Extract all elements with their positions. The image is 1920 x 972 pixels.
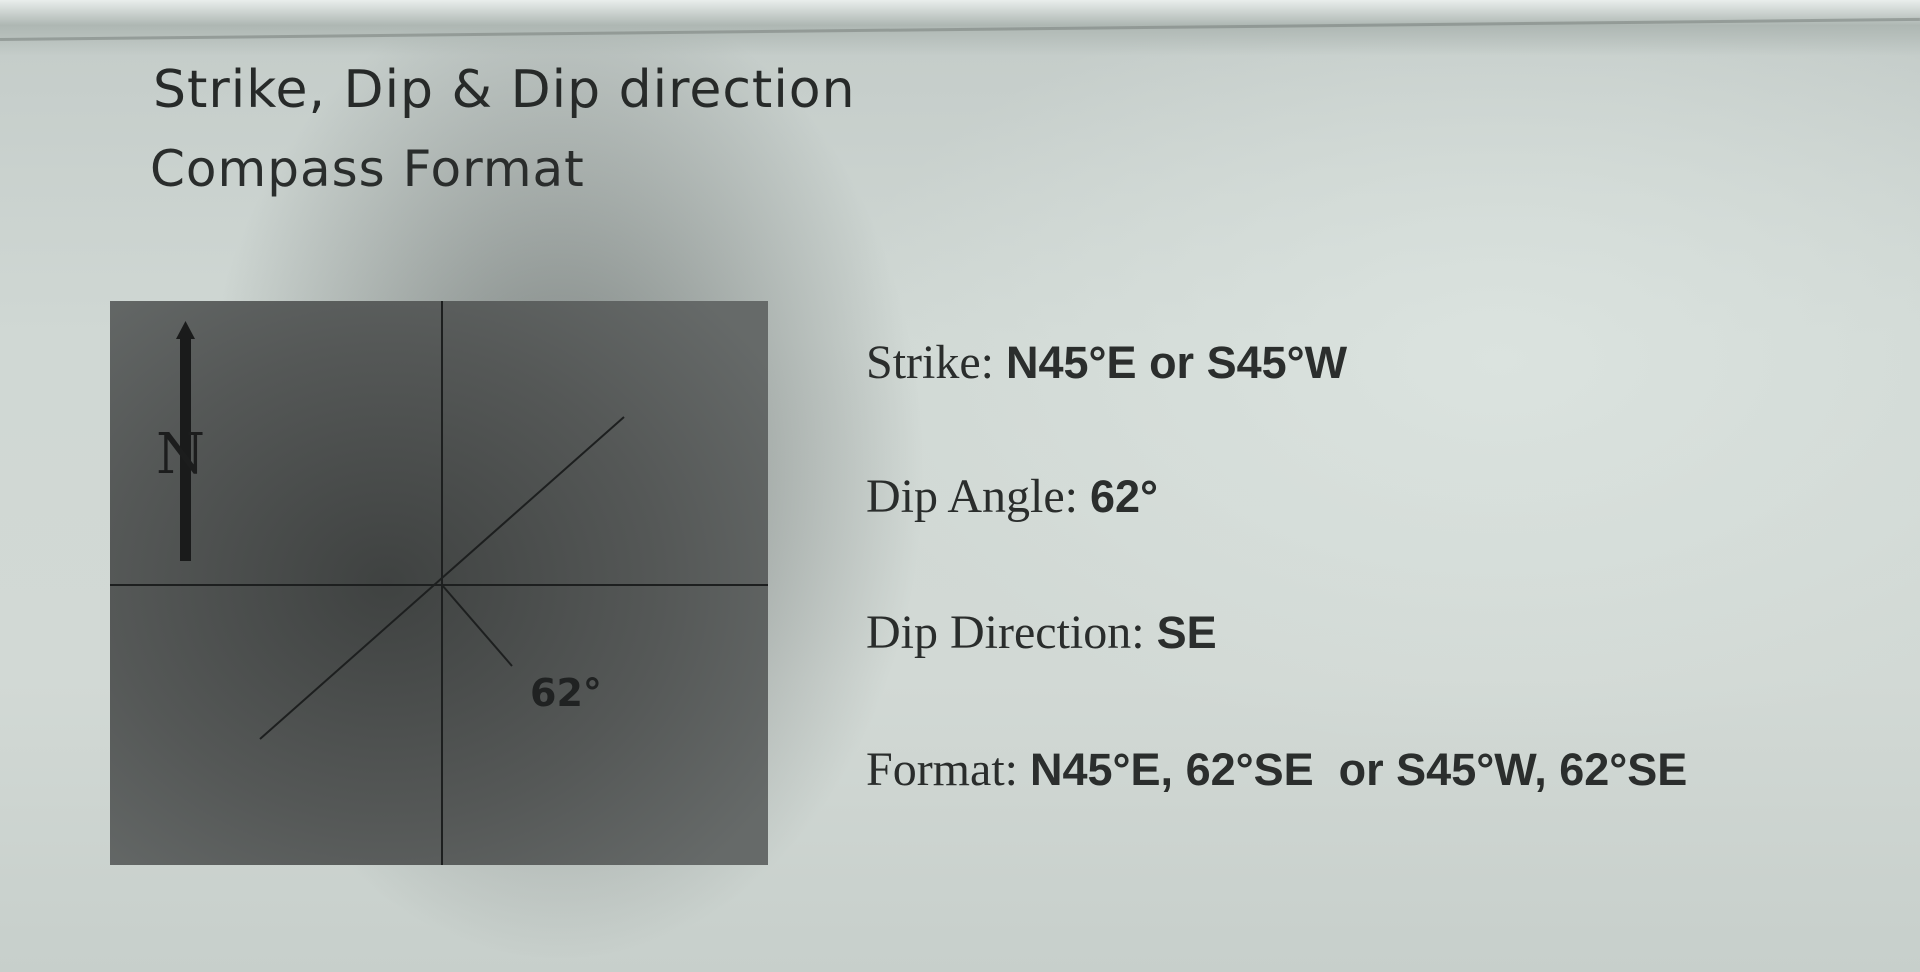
strike-row: Strike: N45°E or S45°W: [866, 333, 1347, 393]
dip-angle-label-text: Dip Angle:: [866, 470, 1078, 523]
dip-angle-row: Dip Angle: 62°: [866, 467, 1158, 527]
slide-title: Strike, Dip & Dip direction: [153, 60, 856, 120]
north-arrow-head: [176, 321, 195, 339]
strike-line: [259, 416, 625, 740]
strike-dip-diagram: N 62°: [110, 301, 768, 865]
format-label: Format:: [866, 743, 1018, 796]
north-arrow-icon: [176, 321, 195, 561]
format-value: N45°E, 62°SE or S45°W, 62°SE: [1030, 744, 1688, 795]
dip-direction-value: SE: [1156, 607, 1217, 658]
slide-subtitle: Compass Format: [150, 140, 585, 198]
strike-value: N45°E or S45°W: [1006, 337, 1348, 388]
dip-angle-label: 62°: [530, 671, 602, 715]
dip-direction-label: Dip Direction:: [866, 606, 1145, 659]
north-label: N: [156, 422, 205, 487]
diagram-background: [110, 301, 768, 865]
north-arrow-shaft: [180, 337, 191, 561]
dip-angle-value: 62°: [1090, 471, 1159, 522]
dip-direction-row: Dip Direction: SE: [866, 603, 1217, 663]
strike-label: Strike:: [866, 336, 994, 389]
format-row: Format: N45°E, 62°SE or S45°W, 62°SE: [866, 740, 1687, 800]
strike-dip-diagram-svg: N 62°: [110, 301, 768, 865]
dip-direction-line: [441, 584, 513, 667]
